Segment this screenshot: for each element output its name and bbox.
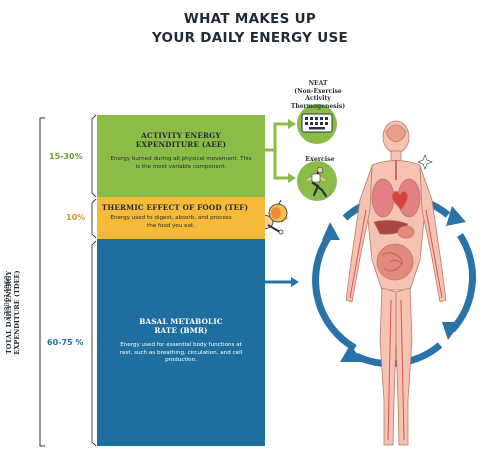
human-body-illustration (345, 120, 447, 446)
tdee-bracket (39, 117, 45, 447)
neat-line-2: (Non-Exercise (294, 87, 342, 95)
runner-icon (297, 161, 337, 201)
tdee-label-line-2: EXPENDITURE (TDEE) (13, 270, 21, 355)
tef-segment: THERMIC EFFECT OF FOOD (TEF) Energy used… (97, 197, 265, 239)
aee-heading-line-2: EXPENDITURE (AEE) (135, 140, 227, 149)
title-line-2: YOUR DAILY ENERGY USE (151, 30, 349, 46)
aee-segment: ACTIVITY ENERGY EXPENDITURE (AEE) Energy… (97, 115, 265, 197)
neat-line-1: NEAT (308, 80, 328, 87)
aee-heading-line-1: ACTIVITY ENERGY (141, 131, 221, 140)
circulation-arrowheads (322, 206, 466, 362)
tef-description: Energy used to digest, absorb, and proce… (110, 215, 232, 229)
tef-bracket (91, 198, 97, 239)
bmr-bracket (91, 240, 97, 447)
bmr-description: Energy used for essential body functions… (119, 342, 243, 363)
sparkle-icon (417, 154, 433, 170)
bmr-heading-line-2: RATE (BMR) (154, 326, 208, 335)
aee-description: Energy burned during all physical moveme… (110, 156, 252, 170)
keyboard-icon (297, 104, 337, 144)
stock-id: 1780614868 (3, 275, 11, 320)
exercise-label: Exercise (305, 156, 335, 163)
neat-label: NEAT (Non-Exercise Activity Thermogenesi… (278, 80, 358, 110)
bmr-arrow (291, 277, 299, 287)
aee-percent: 15-30% (49, 152, 83, 161)
arrow-to-neat (288, 119, 296, 129)
bmr-percent: 60-75 % (47, 338, 84, 347)
neat-line-3: Activity Thermogenesis) (290, 95, 346, 110)
title-line-1: WHAT MAKES UP (183, 11, 317, 27)
arrow-to-exercise (288, 173, 296, 183)
bmr-segment: BASAL METABOLIC RATE (BMR) Energy used f… (97, 239, 265, 446)
aee-bracket (91, 114, 97, 198)
bmr-heading-line-1: BASAL METABOLIC (139, 317, 223, 326)
tef-percent: 10% (66, 213, 86, 222)
tef-heading: THERMIC EFFECT OF FOOD (TEF) (101, 203, 249, 212)
aee-connector (265, 122, 290, 180)
